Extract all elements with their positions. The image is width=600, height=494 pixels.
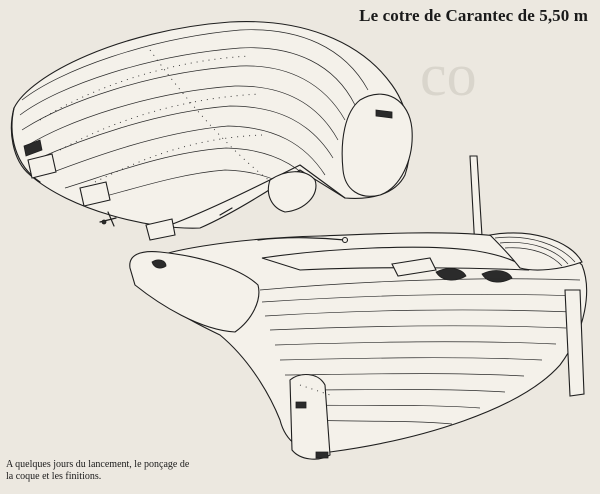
figure-caption: A quelques jours du lancement, le ponçag… bbox=[6, 459, 196, 483]
page-title: Le cotre de Carantec de 5,50 m bbox=[359, 6, 588, 25]
caption-line: A quelques jours du lancement, le ponçag… bbox=[6, 459, 190, 470]
upturned-hull bbox=[10, 20, 413, 229]
upright-hull bbox=[129, 155, 588, 460]
caption-line: la coque et les finitions. bbox=[6, 471, 102, 482]
tools-icon bbox=[99, 211, 117, 227]
support-blocks bbox=[23, 139, 176, 241]
bleed-through-text: co bbox=[420, 42, 477, 108]
